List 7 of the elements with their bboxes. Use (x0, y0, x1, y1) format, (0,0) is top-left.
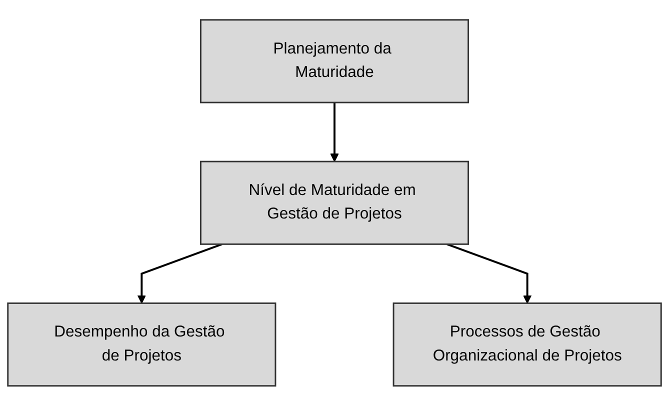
node-box: Processos de Gestão Organizacional de Projetos (392, 302, 662, 387)
arrow (446, 243, 532, 304)
arrow (137, 243, 222, 304)
node-box: Planejamento da Maturidade (200, 19, 470, 104)
node-box: Nível de Maturidade em Gestão de Projetos (200, 160, 470, 246)
node-box: Desempenho da Gestão de Projetos (7, 302, 276, 387)
arrow (330, 102, 339, 162)
